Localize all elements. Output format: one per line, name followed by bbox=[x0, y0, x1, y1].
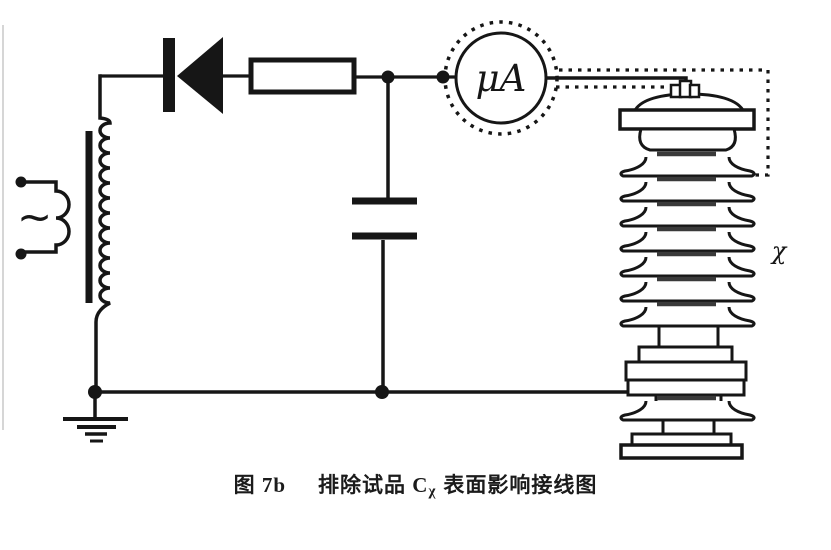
specimen-label: χ bbox=[770, 237, 788, 265]
capacitor-symbol bbox=[352, 77, 417, 390]
primary-terminal-bottom bbox=[15, 248, 27, 260]
microammeter: μA bbox=[443, 20, 559, 136]
primary-winding bbox=[24, 180, 71, 254]
caption-text-pre: 排除试品 C bbox=[318, 473, 429, 497]
junction-dot-capacitor-bottom bbox=[375, 385, 389, 399]
diode-cathode-bar bbox=[163, 38, 175, 112]
ground-symbol bbox=[63, 392, 128, 443]
specimen-mid-flange-3 bbox=[626, 378, 746, 397]
transformer-symbol: ~ bbox=[15, 74, 112, 390]
specimen-top-flange bbox=[618, 108, 756, 131]
ac-wave-icon: ~ bbox=[17, 192, 52, 241]
caption-text-post: 表面影响接线图 bbox=[443, 473, 598, 497]
wire-meter-to-specimen bbox=[546, 76, 688, 84]
terminal-block bbox=[688, 83, 701, 99]
figure-caption: 图 7b 排除试品 Cχ 表面影响接线图 bbox=[0, 469, 831, 500]
caption-subscript: χ bbox=[428, 483, 437, 500]
specimen-base-plate-2 bbox=[619, 443, 744, 460]
secondary-winding bbox=[94, 74, 112, 390]
guard-shield-dotted-lines bbox=[556, 68, 770, 177]
junction-dot-meter bbox=[436, 70, 450, 84]
specimen-legs bbox=[657, 326, 720, 347]
diode-symbol bbox=[163, 37, 223, 114]
primary-terminal-top bbox=[15, 176, 27, 188]
guard-dotted-upper bbox=[559, 68, 770, 177]
diode-triangle bbox=[177, 37, 223, 114]
test-specimen-insulator bbox=[618, 79, 756, 460]
specimen-upper-neck bbox=[638, 127, 737, 152]
resistor-symbol bbox=[248, 57, 357, 95]
specimen-lower-neck bbox=[654, 395, 723, 401]
meter-label: μA bbox=[476, 57, 527, 100]
figure-number: 图 7b bbox=[233, 473, 287, 497]
specimen-mid-flange-2 bbox=[624, 360, 748, 382]
